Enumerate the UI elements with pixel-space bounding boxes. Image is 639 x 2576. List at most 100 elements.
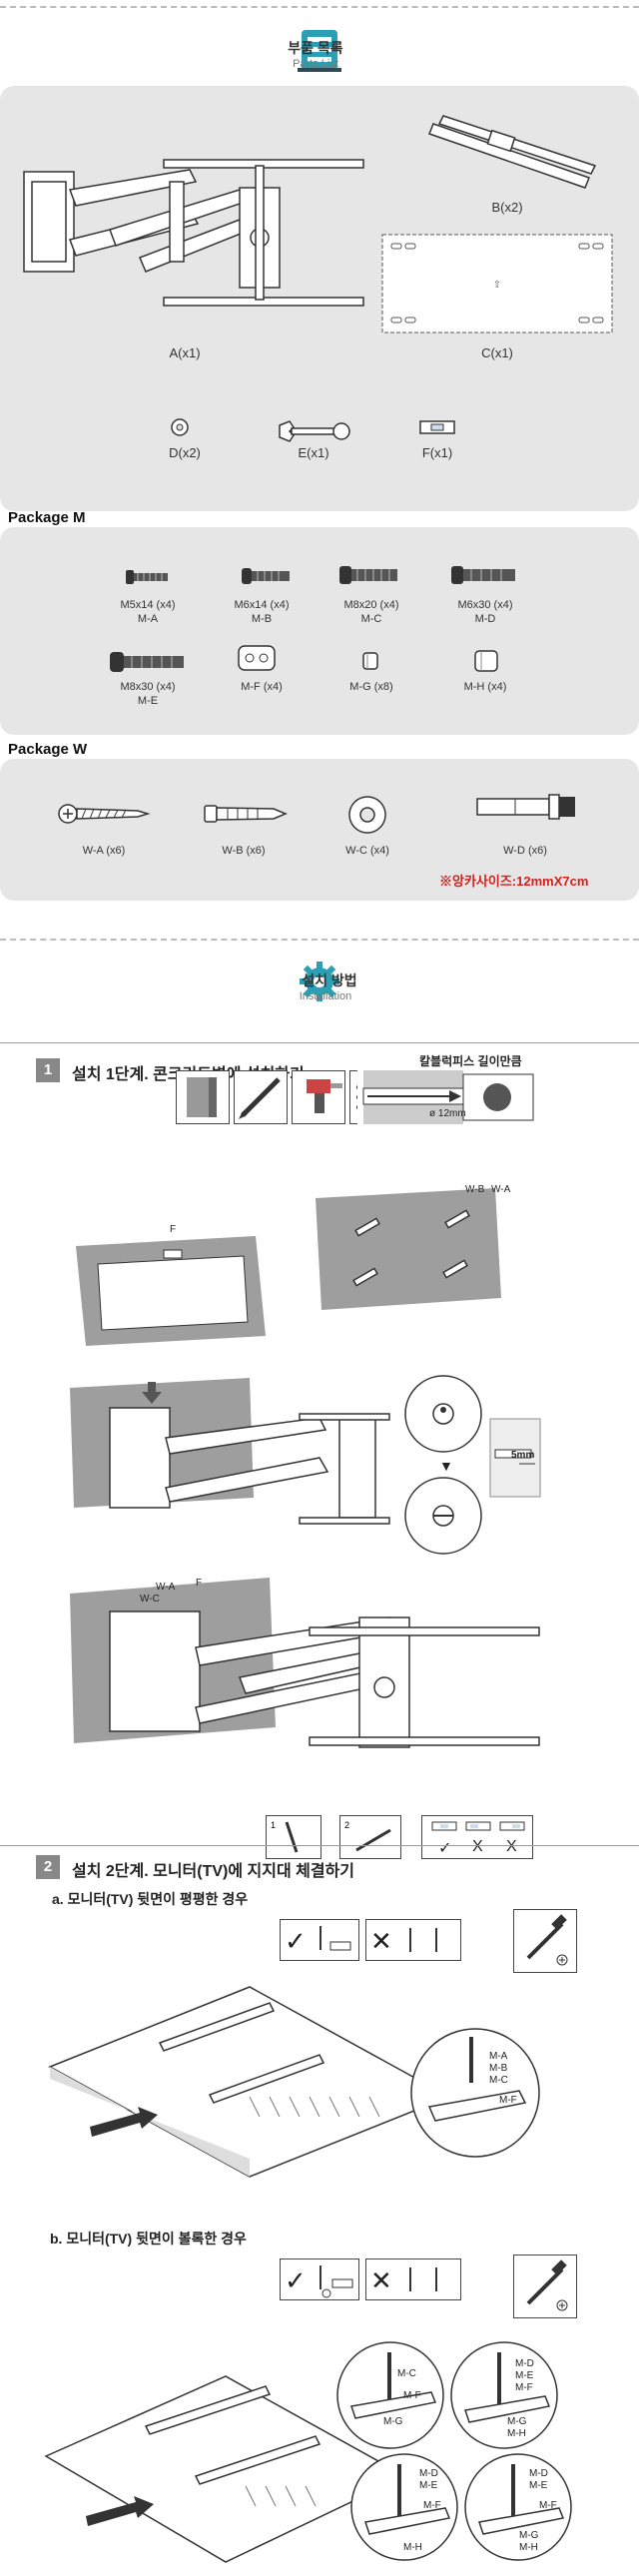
down-arrow-icon: ▼ bbox=[439, 1458, 453, 1474]
m-c-label-1: M8x20 (x4) bbox=[343, 599, 399, 611]
part-e-wrench-icon bbox=[279, 420, 350, 442]
depth-label: 5mm bbox=[511, 1450, 535, 1461]
spacer-m-f-icon bbox=[238, 645, 276, 671]
hint-box-1: 1 bbox=[266, 1815, 321, 1859]
wall-template-illustration bbox=[76, 1236, 266, 1346]
anchor-size-note: ※앙카사이즈:12mmX7cm bbox=[439, 874, 589, 889]
m-d-label-2: M-D bbox=[474, 613, 496, 625]
level-check-box: ✓ X X bbox=[421, 1815, 533, 1859]
flat-correct-box: ✓ bbox=[280, 1919, 359, 1961]
wall-tool-box bbox=[176, 1070, 230, 1124]
svg-text:1: 1 bbox=[271, 1820, 276, 1830]
bulge-detail-circle-3 bbox=[350, 2453, 458, 2561]
step-2-badge: 2 bbox=[36, 1855, 60, 1879]
drill-tool-box bbox=[292, 1070, 345, 1124]
hint-box-2: 2 bbox=[339, 1815, 401, 1859]
washer-w-c-icon bbox=[348, 796, 386, 834]
b3-label-m-d: M-D bbox=[419, 2468, 438, 2479]
svg-text:✕: ✕ bbox=[370, 2265, 392, 2295]
label-w-b: W-B bbox=[465, 1184, 485, 1195]
b2-label-m-e: M-E bbox=[515, 2370, 534, 2381]
part-c-template-illustration: ⇧ bbox=[381, 234, 613, 333]
wall-mount-final-illustration bbox=[70, 1578, 540, 1748]
package-w-panel bbox=[0, 759, 639, 901]
svg-text:⇧: ⇧ bbox=[493, 280, 501, 291]
flat-wrong-box: ✕ bbox=[365, 1919, 461, 1961]
m-e-label-1: M8x30 (x4) bbox=[120, 681, 176, 693]
b2-label-m-h: M-H bbox=[507, 2428, 526, 2439]
drill-caption: 칼블럭피스 길이만큼 bbox=[419, 1054, 522, 1068]
bolt-w-d-icon bbox=[476, 794, 575, 820]
b2-label-m-f: M-F bbox=[515, 2382, 533, 2393]
w-c-label: W-C (x4) bbox=[345, 845, 389, 857]
step-2a-title: a. 모니터(TV) 뒷면이 평평한 경우 bbox=[52, 1891, 249, 1907]
label-w-a: W-A bbox=[491, 1184, 511, 1195]
m-b-label-2: M-B bbox=[251, 613, 273, 625]
a-label-m-c: M-C bbox=[489, 2075, 508, 2086]
part-c-label: C(x1) bbox=[481, 345, 513, 360]
part-a-label: A(x1) bbox=[169, 345, 201, 360]
b3-label-m-e: M-E bbox=[419, 2480, 438, 2491]
spacer-m-h-icon bbox=[474, 650, 498, 672]
step2-top-line bbox=[0, 1845, 639, 1846]
washer-m-g-icon bbox=[362, 652, 378, 670]
m-a-label-2: M-A bbox=[137, 613, 159, 625]
package-m-panel bbox=[0, 527, 639, 735]
m-h-label: M-H (x4) bbox=[463, 681, 507, 693]
top-divider bbox=[0, 6, 639, 8]
check-mark-ok: ✓ bbox=[438, 1840, 452, 1857]
b3-label-m-f: M-F bbox=[423, 2500, 441, 2511]
drill-depth-diagram bbox=[362, 1070, 534, 1124]
part-b-label: B(x2) bbox=[491, 200, 523, 215]
install-title: 설치 방법 bbox=[302, 972, 357, 988]
gear-icon bbox=[296, 959, 343, 1004]
screw-m-d-icon bbox=[451, 566, 515, 584]
parts-box-icon bbox=[296, 28, 343, 74]
check-mark-x2: X bbox=[506, 1838, 517, 1855]
b4-label-m-d: M-D bbox=[529, 2468, 548, 2479]
b4-label-m-e: M-E bbox=[529, 2480, 548, 2491]
m-d-label-1: M6x30 (x4) bbox=[457, 599, 513, 611]
package-w-title: Package W bbox=[8, 741, 88, 758]
label-w-c-final: W-C bbox=[140, 1594, 160, 1605]
screw-m-c-icon bbox=[339, 566, 397, 584]
b1-label-m-c: M-C bbox=[397, 2368, 416, 2379]
w-b-label: W-B (x6) bbox=[222, 845, 266, 857]
depth-detail-box bbox=[489, 1418, 541, 1498]
wood-screw-w-a-icon bbox=[58, 804, 151, 824]
part-f-level-icon bbox=[419, 420, 455, 434]
step-2b-title: b. 모니터(TV) 뒷면이 볼록한 경우 bbox=[50, 2231, 247, 2247]
b1-label-m-f: M-F bbox=[403, 2390, 421, 2401]
part-d-label: D(x2) bbox=[169, 445, 201, 460]
bulge-detail-circle-4 bbox=[464, 2453, 572, 2561]
step-1-badge: 1 bbox=[36, 1058, 60, 1082]
m-g-label: M-G (x8) bbox=[349, 681, 393, 693]
bulge-detail-circle-1 bbox=[336, 2341, 444, 2449]
bulge-wrong-box: ✕ bbox=[365, 2258, 461, 2300]
label-f-level: F bbox=[170, 1224, 177, 1235]
svg-text:✓: ✓ bbox=[285, 2265, 307, 2295]
label-w-a-final: W-A bbox=[156, 1582, 176, 1593]
a-label-m-b: M-B bbox=[489, 2063, 508, 2074]
bulge-detail-circle-2 bbox=[450, 2341, 558, 2449]
svg-text:✓: ✓ bbox=[285, 1926, 307, 1956]
a-label-m-a: M-A bbox=[489, 2051, 508, 2062]
w-d-label: W-D (x6) bbox=[503, 845, 547, 857]
b1-label-m-g: M-G bbox=[383, 2416, 403, 2427]
m-c-label-2: M-C bbox=[360, 613, 382, 625]
parts-subtitle: Parts List bbox=[293, 58, 338, 70]
tv-flat-back-illustration bbox=[48, 1986, 451, 2178]
b4-label-m-h: M-H bbox=[519, 2542, 538, 2553]
w-a-label: W-A (x6) bbox=[82, 845, 126, 857]
anchor-w-b-icon bbox=[204, 805, 288, 823]
svg-text:✕: ✕ bbox=[370, 1926, 392, 1956]
wall-mount-hook-illustration bbox=[70, 1378, 390, 1525]
b3-label-m-h: M-H bbox=[403, 2542, 422, 2553]
step-2-title: 설치 2단계. 모니터(TV)에 지지대 체결하기 bbox=[72, 1863, 355, 1880]
part-f-label: F(x1) bbox=[421, 445, 453, 460]
parts-title: 부품 목록 bbox=[288, 40, 343, 56]
a-label-m-f: M-F bbox=[499, 2095, 517, 2106]
flat-detail-circle bbox=[410, 2028, 540, 2158]
b4-label-m-f: M-F bbox=[539, 2500, 557, 2511]
screwdriver-box-a bbox=[513, 1909, 577, 1973]
